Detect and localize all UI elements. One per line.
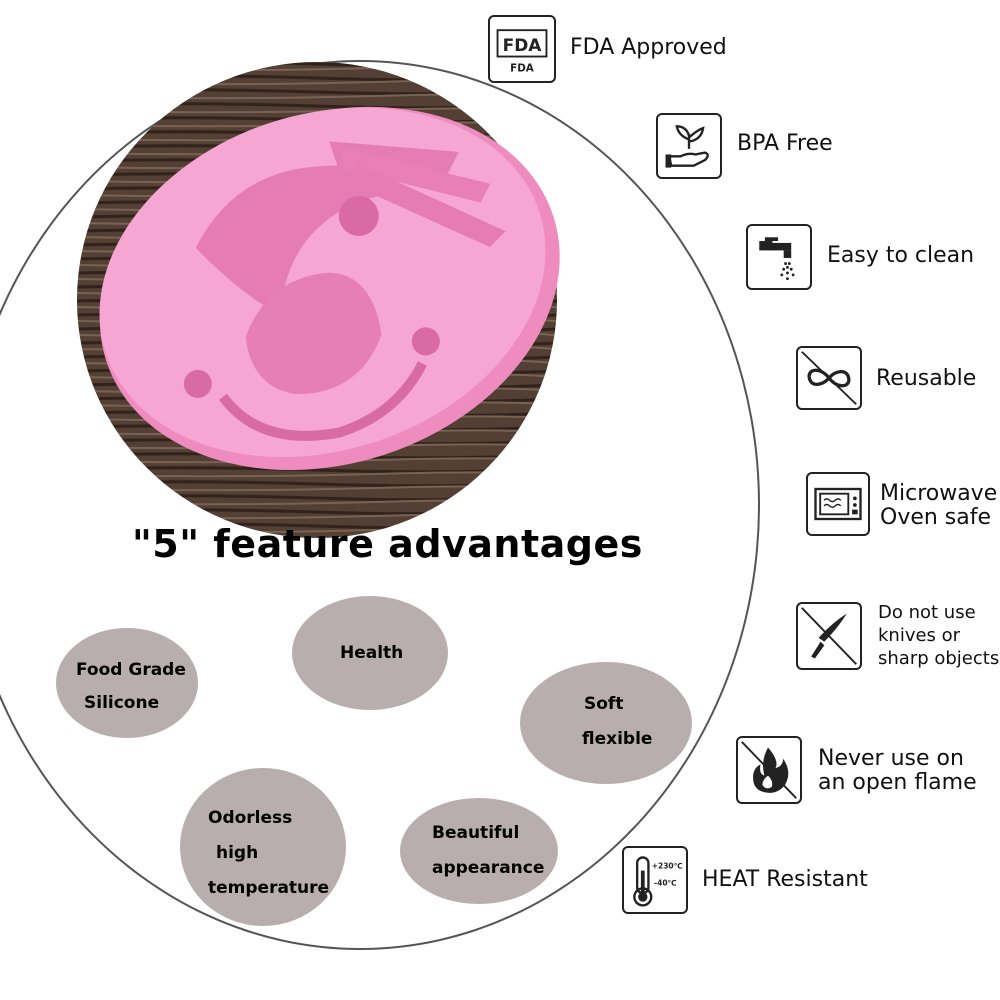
- bubble-line: Beautiful: [432, 823, 520, 843]
- fda-icon: FDA FDA: [488, 15, 556, 83]
- feature-label: Reusable: [876, 366, 977, 391]
- product-photo: [75, 60, 560, 540]
- feature-label: sharp objects: [878, 648, 1000, 669]
- bubble-line: Health: [340, 643, 404, 663]
- feature-label: Microwave: [880, 481, 998, 506]
- bubble-line: Food Grade: [76, 660, 186, 680]
- infinity-icon: [796, 346, 862, 410]
- bubble-line: temperature: [208, 878, 330, 898]
- feature-label: knives or: [878, 625, 961, 646]
- bubble-soft: Soft flexible: [520, 662, 692, 784]
- bubble-line: Odorless: [208, 808, 293, 828]
- bubble-beautiful: Beautiful appearance: [400, 798, 558, 904]
- flame-icon: [736, 736, 802, 804]
- feature-label: Easy to clean: [827, 243, 975, 268]
- thermometer-icon: +230℃ -40℃: [622, 846, 688, 914]
- feature-label: Do not use: [878, 602, 976, 623]
- fda-icon-subtext: FDA: [510, 63, 534, 75]
- microwave-icon: [806, 472, 870, 536]
- bubble-line: Silicone: [84, 693, 160, 713]
- thermometer-max-text: +230℃: [652, 862, 683, 871]
- bubble-line: high: [216, 843, 259, 863]
- feature-label: BPA Free: [737, 131, 833, 156]
- bubble-line: appearance: [432, 858, 545, 878]
- plant-in-hand-icon: [656, 113, 722, 179]
- faucet-icon: [746, 224, 812, 290]
- feature-label: HEAT Resistant: [702, 867, 868, 892]
- bubble-health: Health: [292, 596, 448, 710]
- feature-label: Oven safe: [880, 505, 992, 530]
- bubble-odorless: Odorless high temperature: [180, 768, 346, 926]
- bubble-line: Soft: [584, 694, 624, 714]
- bubble-food-grade: Food Grade Silicone: [56, 628, 198, 738]
- feature-label: Never use on: [818, 746, 964, 771]
- bubble-line: flexible: [582, 729, 653, 749]
- feature-label: an open flame: [818, 770, 977, 795]
- thermometer-min-text: -40℃: [654, 879, 677, 888]
- feature-label: FDA Approved: [570, 35, 727, 60]
- fda-icon-text: FDA: [503, 35, 543, 55]
- frame-circle: [0, 60, 760, 950]
- headline: "5" feature advantages: [132, 522, 643, 566]
- knife-icon: [796, 602, 862, 670]
